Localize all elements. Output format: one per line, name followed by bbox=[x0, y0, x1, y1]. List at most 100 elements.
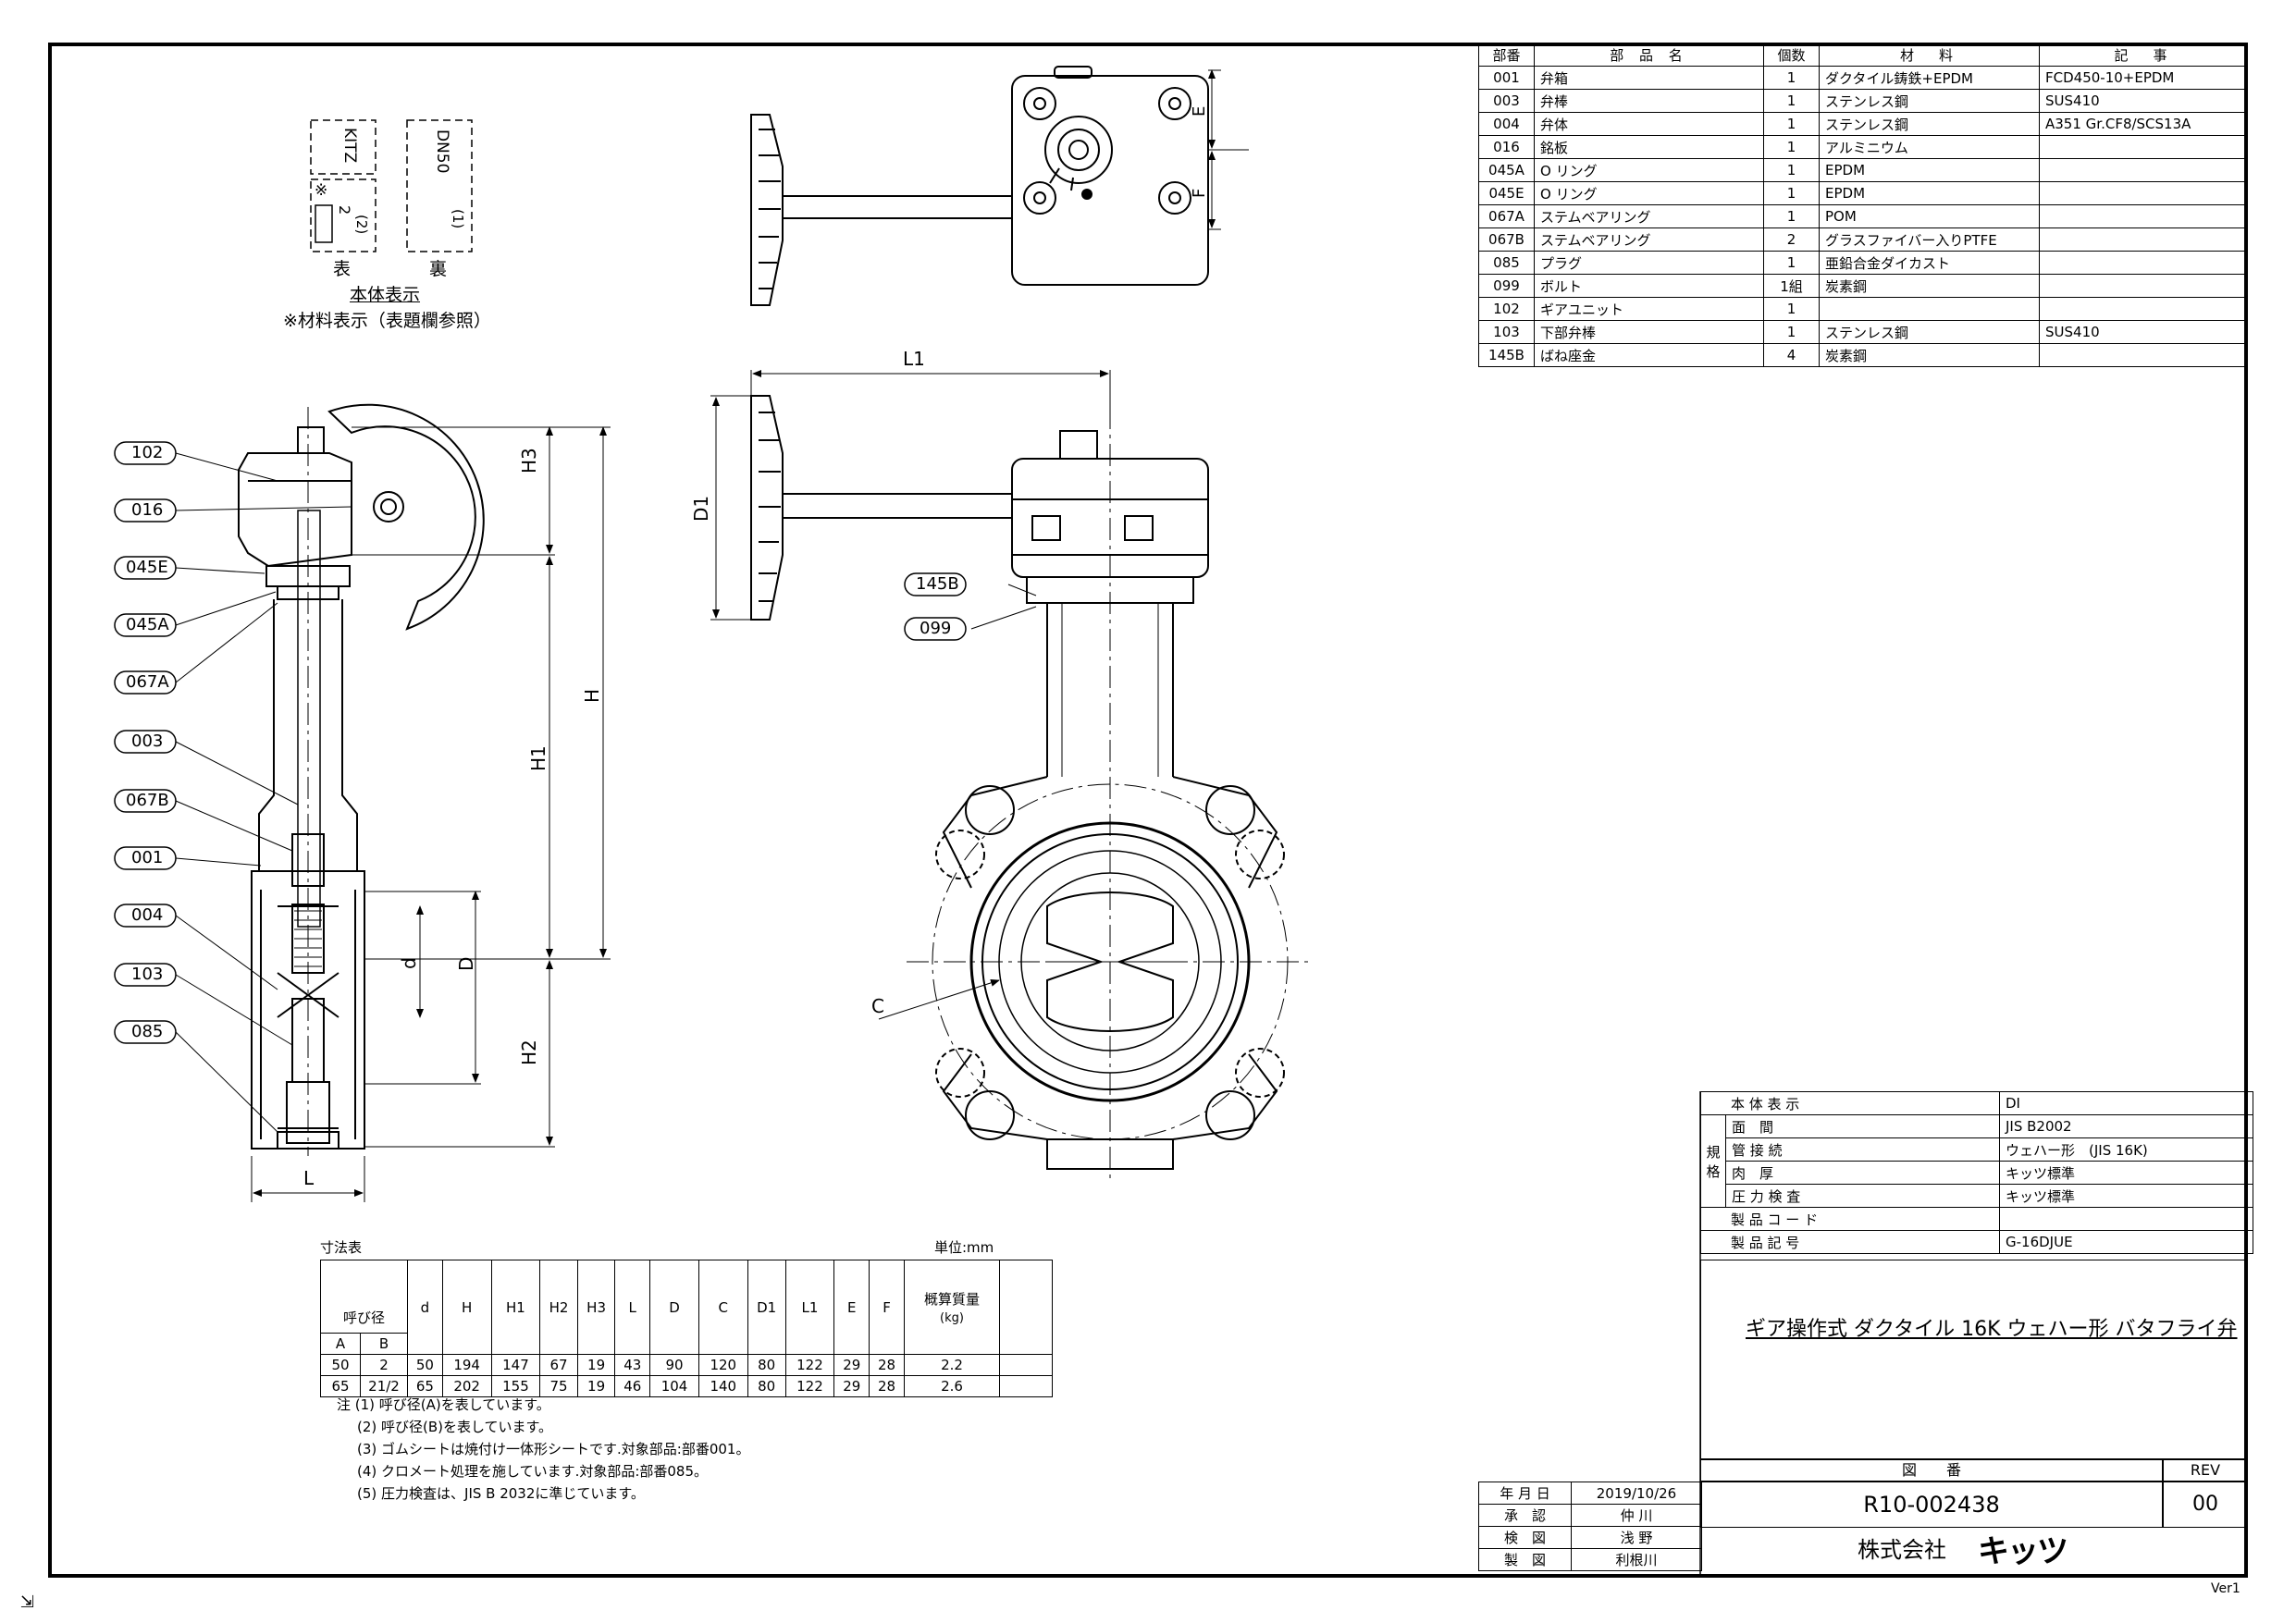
table-row: 製 図利根川 bbox=[1478, 1548, 1702, 1571]
dims-blank-header bbox=[999, 1260, 1053, 1355]
side-view bbox=[175, 403, 611, 1202]
part-material: 炭素鋼 bbox=[1819, 274, 2040, 298]
dims-cell: 28 bbox=[869, 1354, 905, 1376]
dims-cell: 67 bbox=[539, 1354, 578, 1376]
dims-col-header: H3 bbox=[576, 1260, 616, 1355]
spec-value bbox=[1999, 1207, 2253, 1231]
part-no: 099 bbox=[1478, 274, 1535, 298]
callout-016: 016 bbox=[131, 500, 164, 520]
part-no: 102 bbox=[1478, 297, 1535, 321]
part-note bbox=[2039, 181, 2248, 205]
part-no: 085 bbox=[1478, 251, 1535, 275]
dim-f: F bbox=[1190, 188, 1209, 198]
part-name: 銘板 bbox=[1534, 135, 1764, 159]
part-qty: 2 bbox=[1763, 227, 1820, 252]
marking-body: 本体表示 bbox=[350, 285, 421, 305]
callout-067b: 067B bbox=[126, 791, 169, 810]
dim-h: H bbox=[581, 688, 603, 703]
part-material: 炭素鋼 bbox=[1819, 343, 2040, 367]
rev-value: 00 bbox=[2163, 1482, 2248, 1528]
part-qty: 1 bbox=[1763, 297, 1820, 321]
dims-unit: 単位:mm bbox=[934, 1239, 994, 1256]
dims-col-header: H bbox=[441, 1260, 492, 1355]
part-material: EPDM bbox=[1819, 158, 2040, 182]
dims-cell: 29 bbox=[833, 1375, 870, 1397]
dims-col-header: D1 bbox=[747, 1260, 786, 1355]
parts-header-cell: 部番 bbox=[1478, 43, 1535, 67]
dims-cell: 80 bbox=[747, 1354, 786, 1376]
approval-label: 承 認 bbox=[1478, 1504, 1572, 1527]
part-note bbox=[2039, 227, 2248, 252]
part-name: 弁棒 bbox=[1534, 89, 1764, 113]
marking-back: 裏 bbox=[429, 259, 448, 279]
spec-label: 本 体 表 示 bbox=[1700, 1091, 2000, 1115]
dims-cell: 28 bbox=[869, 1375, 905, 1397]
part-name: O リング bbox=[1534, 181, 1764, 205]
part-note: FCD450-10+EPDM bbox=[2039, 66, 2248, 90]
part-note bbox=[2039, 274, 2248, 298]
table-row: 承 認仲 川 bbox=[1478, 1504, 1702, 1527]
table-row: 肉 厚キッツ標準 bbox=[1701, 1161, 2253, 1185]
dims-col-header: L1 bbox=[784, 1260, 835, 1355]
corner-mark-icon: ⇲ bbox=[20, 1592, 35, 1612]
part-material: ステンレス鋼 bbox=[1819, 320, 2040, 344]
dim-h3: H3 bbox=[518, 448, 540, 473]
dims-cell-blank bbox=[999, 1375, 1053, 1397]
drawing-no-label: 図 番 bbox=[1700, 1459, 2163, 1482]
company-logo: キッツ bbox=[1978, 1533, 2068, 1570]
marking-square bbox=[315, 204, 333, 243]
part-no: 145B bbox=[1478, 343, 1535, 367]
part-no: 004 bbox=[1478, 112, 1535, 136]
dim-h2: H2 bbox=[518, 1039, 540, 1065]
part-material: EPDM bbox=[1819, 181, 2040, 205]
dims-title: 寸法表 bbox=[320, 1239, 363, 1256]
part-name: ステムベアリング bbox=[1534, 227, 1764, 252]
part-qty: 1 bbox=[1763, 181, 1820, 205]
dim-d-large: D bbox=[455, 956, 477, 971]
dims-col-header: C bbox=[697, 1260, 748, 1355]
marking-dn-note: (1) bbox=[450, 209, 466, 229]
dim-e: E bbox=[1190, 105, 1209, 117]
dims-cell: 120 bbox=[697, 1354, 748, 1376]
dims-weight-label: 概算質量 bbox=[923, 1291, 980, 1308]
dim-h1: H1 bbox=[527, 745, 549, 771]
marking-size-b: 2 bbox=[336, 205, 353, 215]
part-name: O リング bbox=[1534, 158, 1764, 182]
part-no: 045E bbox=[1478, 181, 1535, 205]
parts-header-cell: 個数 bbox=[1763, 43, 1820, 67]
table-row: 製 品 コ ー ド bbox=[1700, 1207, 2253, 1231]
part-no: 003 bbox=[1478, 89, 1535, 113]
part-material: POM bbox=[1819, 204, 2040, 228]
dims-col-header: H2 bbox=[539, 1260, 578, 1355]
dim-l1: L1 bbox=[903, 348, 925, 370]
part-no: 067B bbox=[1478, 227, 1535, 252]
part-qty: 1 bbox=[1763, 135, 1820, 159]
dims-cell: 50 bbox=[407, 1354, 443, 1376]
dims-col-b: B bbox=[360, 1333, 408, 1355]
part-qty: 1 bbox=[1763, 320, 1820, 344]
dimension-table: 呼び径 d H H1 H2 H3 L D C D1 L1 E F 概算質量(kg… bbox=[320, 1260, 1053, 1397]
callout-085: 085 bbox=[131, 1022, 164, 1041]
dims-weight-header: 概算質量(kg) bbox=[904, 1260, 1000, 1355]
part-note bbox=[2039, 251, 2248, 275]
dims-col-header: d bbox=[407, 1260, 443, 1355]
callout-099: 099 bbox=[920, 619, 952, 638]
dims-cell: 19 bbox=[576, 1375, 616, 1397]
callout-003: 003 bbox=[131, 732, 164, 751]
spec-label: 圧 力 検 査 bbox=[1725, 1184, 2000, 1208]
part-name: 弁箱 bbox=[1534, 66, 1764, 90]
